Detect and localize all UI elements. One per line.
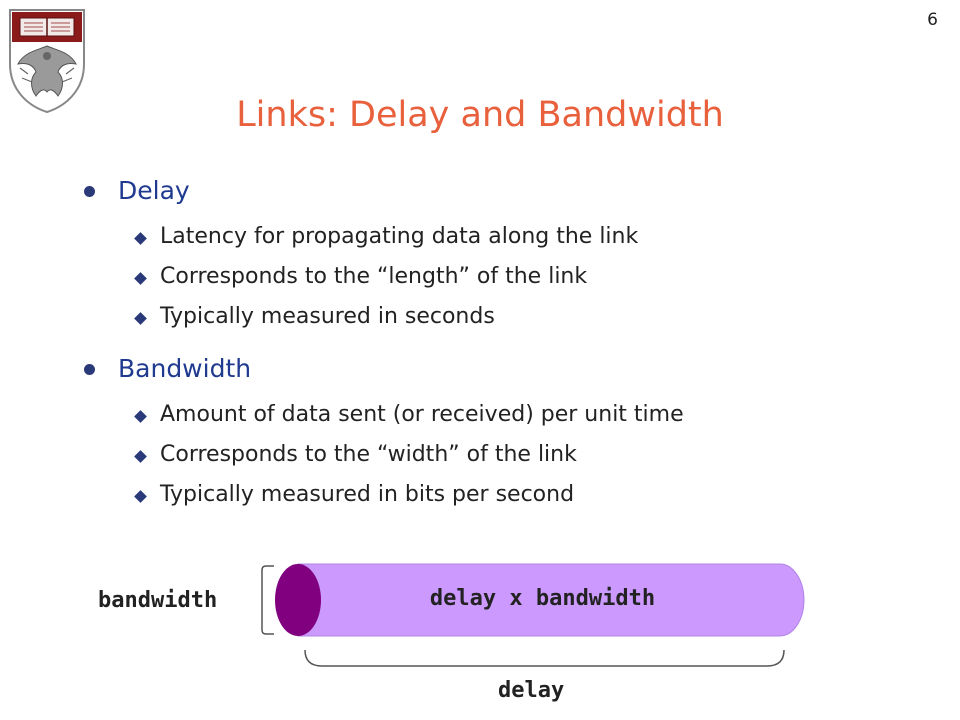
sub-bullet-text: Typically measured in bits per second — [160, 482, 575, 507]
sub-bullet-item: Typically measured in seconds — [78, 300, 938, 340]
bullet-item: Bandwidth — [78, 350, 938, 392]
sub-bullet-item: Latency for propagating data along the l… — [78, 220, 938, 260]
bullet-diamond-icon — [134, 232, 147, 245]
bullet-diamond-icon — [134, 272, 147, 285]
university-crest-icon — [9, 9, 85, 114]
slide-title: Links: Delay and Bandwidth — [236, 95, 724, 135]
sub-bullet-text: Typically measured in seconds — [160, 304, 495, 329]
sub-bullet-item: Corresponds to the “length” of the link — [78, 260, 938, 300]
sub-bullet-item: Typically measured in bits per second — [78, 478, 938, 518]
sub-bullet-item: Corresponds to the “width” of the link — [78, 438, 938, 478]
pipe-end-cap — [275, 564, 321, 636]
bullet-label: Bandwidth — [118, 354, 252, 383]
bullet-diamond-icon — [134, 410, 147, 423]
page-number: 6 — [927, 10, 938, 30]
bullet-dot-icon — [84, 186, 95, 197]
sub-bullet-text: Corresponds to the “width” of the link — [160, 442, 577, 467]
bullet-dot-icon — [84, 364, 95, 375]
delay-label: delay — [498, 678, 565, 703]
bullet-diamond-icon — [134, 450, 147, 463]
sub-bullet-text: Corresponds to the “length” of the link — [160, 264, 588, 289]
pipe-body — [297, 563, 805, 637]
bandwidth-label: bandwidth — [98, 588, 218, 613]
bullet-diamond-icon — [134, 312, 147, 325]
pipe-label: delay x bandwidth — [429, 586, 656, 611]
bullet-list: Delay Latency for propagating data along… — [78, 172, 938, 518]
bullet-label: Delay — [118, 176, 190, 205]
link-pipe-diagram — [261, 563, 805, 667]
bandwidth-bracket — [261, 565, 274, 635]
sub-bullet-item: Amount of data sent (or received) per un… — [78, 398, 938, 438]
sub-bullet-text: Amount of data sent (or received) per un… — [160, 402, 684, 427]
bullet-diamond-icon — [134, 490, 147, 503]
sub-bullet-text: Latency for propagating data along the l… — [160, 224, 639, 249]
delay-brace — [304, 649, 785, 667]
bullet-item: Delay — [78, 172, 938, 214]
